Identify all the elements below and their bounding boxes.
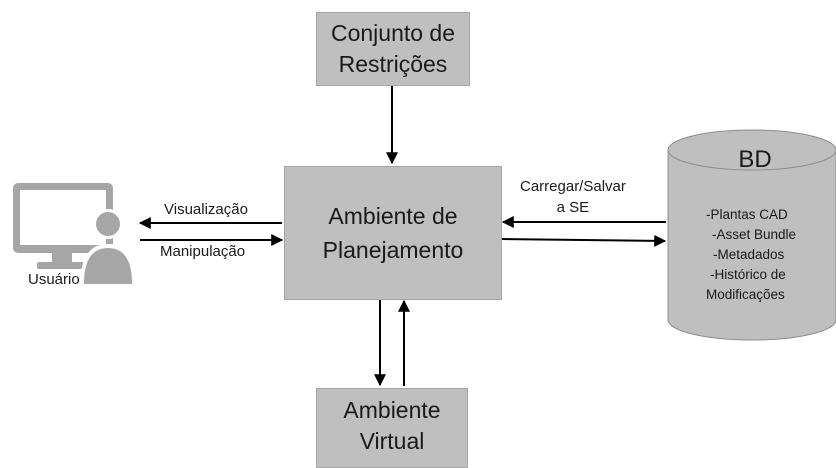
virtual-line1: Ambiente — [343, 397, 441, 423]
planejamento-line2: Planejamento — [322, 237, 464, 263]
database-contents: -Plantas CAD -Asset Bundle -Metadados -H… — [690, 205, 820, 305]
database-item: -Asset Bundle — [712, 227, 797, 242]
database-item: Modificações — [706, 287, 785, 302]
virtual-box: Ambiente Virtual — [316, 388, 468, 468]
database-item: -Plantas CAD — [706, 207, 788, 222]
carregar-salvar-line1: Carregar/Salvar — [520, 178, 626, 195]
database-item: -Metadados — [713, 247, 785, 262]
restricoes-line1: Conjunto de — [330, 20, 456, 46]
database-item: -Histórico de — [710, 267, 786, 282]
database-cylinder — [667, 129, 836, 341]
planejamento-box: Ambiente de Planejamento — [284, 166, 502, 300]
restricoes-line2: Restrições — [338, 51, 448, 77]
restricoes-box: Conjunto de Restrições — [316, 12, 470, 86]
architecture-diagram: Conjunto de Restrições Ambiente de Plane… — [13, 12, 836, 468]
carregar-salvar-label: Carregar/Salvar a SE — [520, 176, 626, 218]
virtual-line2: Virtual — [359, 428, 425, 454]
manipulacao-label: Manipulação — [160, 243, 246, 260]
visualizacao-label: Visualização — [164, 201, 248, 218]
computer-user-icon — [13, 183, 136, 286]
usuario-label: Usuário — [28, 271, 80, 288]
arrow-planejamento-to-db — [501, 234, 667, 247]
planejamento-line1: Ambiente de — [328, 203, 458, 229]
carregar-salvar-line2: a SE — [556, 199, 590, 216]
diagram-canvas — [13, 86, 836, 387]
database-title: BD — [738, 146, 772, 173]
